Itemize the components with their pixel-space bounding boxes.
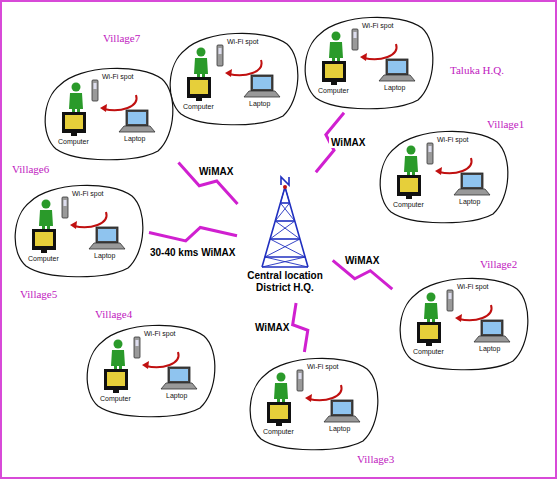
tower-symbol [240,175,330,270]
device-label: Computer [58,138,89,145]
network-icons [322,29,415,85]
village-cloud: Village6Wi-Fi spotComputerLaptop [40,65,176,161]
device-label: Laptop [329,425,350,432]
device-label: Computer [28,255,59,262]
wimax-bolt [178,163,237,205]
device-label: Laptop [384,84,405,91]
device-label: Computer [318,87,349,94]
link-label: WiMAX [329,137,367,148]
device-label: Laptop [166,392,187,399]
village-name: Village2 [480,258,517,270]
device-label: Laptop [479,345,500,352]
link-label: 30-40 kms WiMAX [148,247,238,258]
village-cloud: Taluka H.Q.Wi-Fi spotComputerLaptop [300,14,436,110]
link-label: WiMAX [197,166,235,177]
wifi-label: Wi-Fi spot [362,22,394,29]
wifi-label: Wi-Fi spot [102,73,134,80]
village-name: Village5 [20,288,57,300]
wifi-label: Wi-Fi spot [457,283,489,290]
wifi-label: Wi-Fi spot [227,38,259,45]
network-icons [187,45,280,101]
wimax-bolt [149,227,237,240]
device-label: Computer [413,348,444,355]
wifi-label: Wi-Fi spot [307,363,339,370]
link-label: WiMAX [343,255,381,266]
device-label: Computer [393,201,424,208]
village-cloud: Village7Wi-Fi spotComputerLaptop [165,30,301,126]
location-label: Central location District H.Q. [240,270,330,293]
network-icons [104,337,197,393]
device-label: Computer [100,395,131,402]
village-cloud: Village1Wi-Fi spotComputerLaptop [375,128,511,224]
village-cloud: Village2Wi-Fi spotComputerLaptop [395,275,531,371]
device-label: Laptop [249,100,270,107]
wifi-label: Wi-Fi spot [437,136,469,143]
network-icons [62,80,155,136]
village-name: Taluka H.Q. [450,64,504,76]
tower-node: Central location District H.Q. [240,175,330,300]
village-cloud: Village5Wi-Fi spotComputerLaptop [10,182,146,278]
wifi-label: Wi-Fi spot [144,330,176,337]
wimax-bolt [293,303,308,352]
device-label: Computer [263,428,294,435]
village-cloud: Village3Wi-Fi spotComputerLaptop [245,355,381,451]
wifi-label: Wi-Fi spot [72,190,104,197]
link-label: WiMAX [253,322,291,333]
device-label: Laptop [94,252,115,259]
village-name: Village1 [487,118,524,130]
network-icons [417,290,510,346]
village-cloud: Village4Wi-Fi spotComputerLaptop [82,322,218,418]
network-icons [397,143,490,199]
network-icons [32,197,125,253]
village-name: Village4 [95,308,132,320]
network-icons [267,370,360,426]
village-name: Village6 [12,163,49,175]
device-label: Laptop [459,198,480,205]
village-name: Village3 [357,453,394,465]
device-label: Laptop [124,135,145,142]
village-name: Village7 [103,32,140,44]
device-label: Computer [183,103,214,110]
